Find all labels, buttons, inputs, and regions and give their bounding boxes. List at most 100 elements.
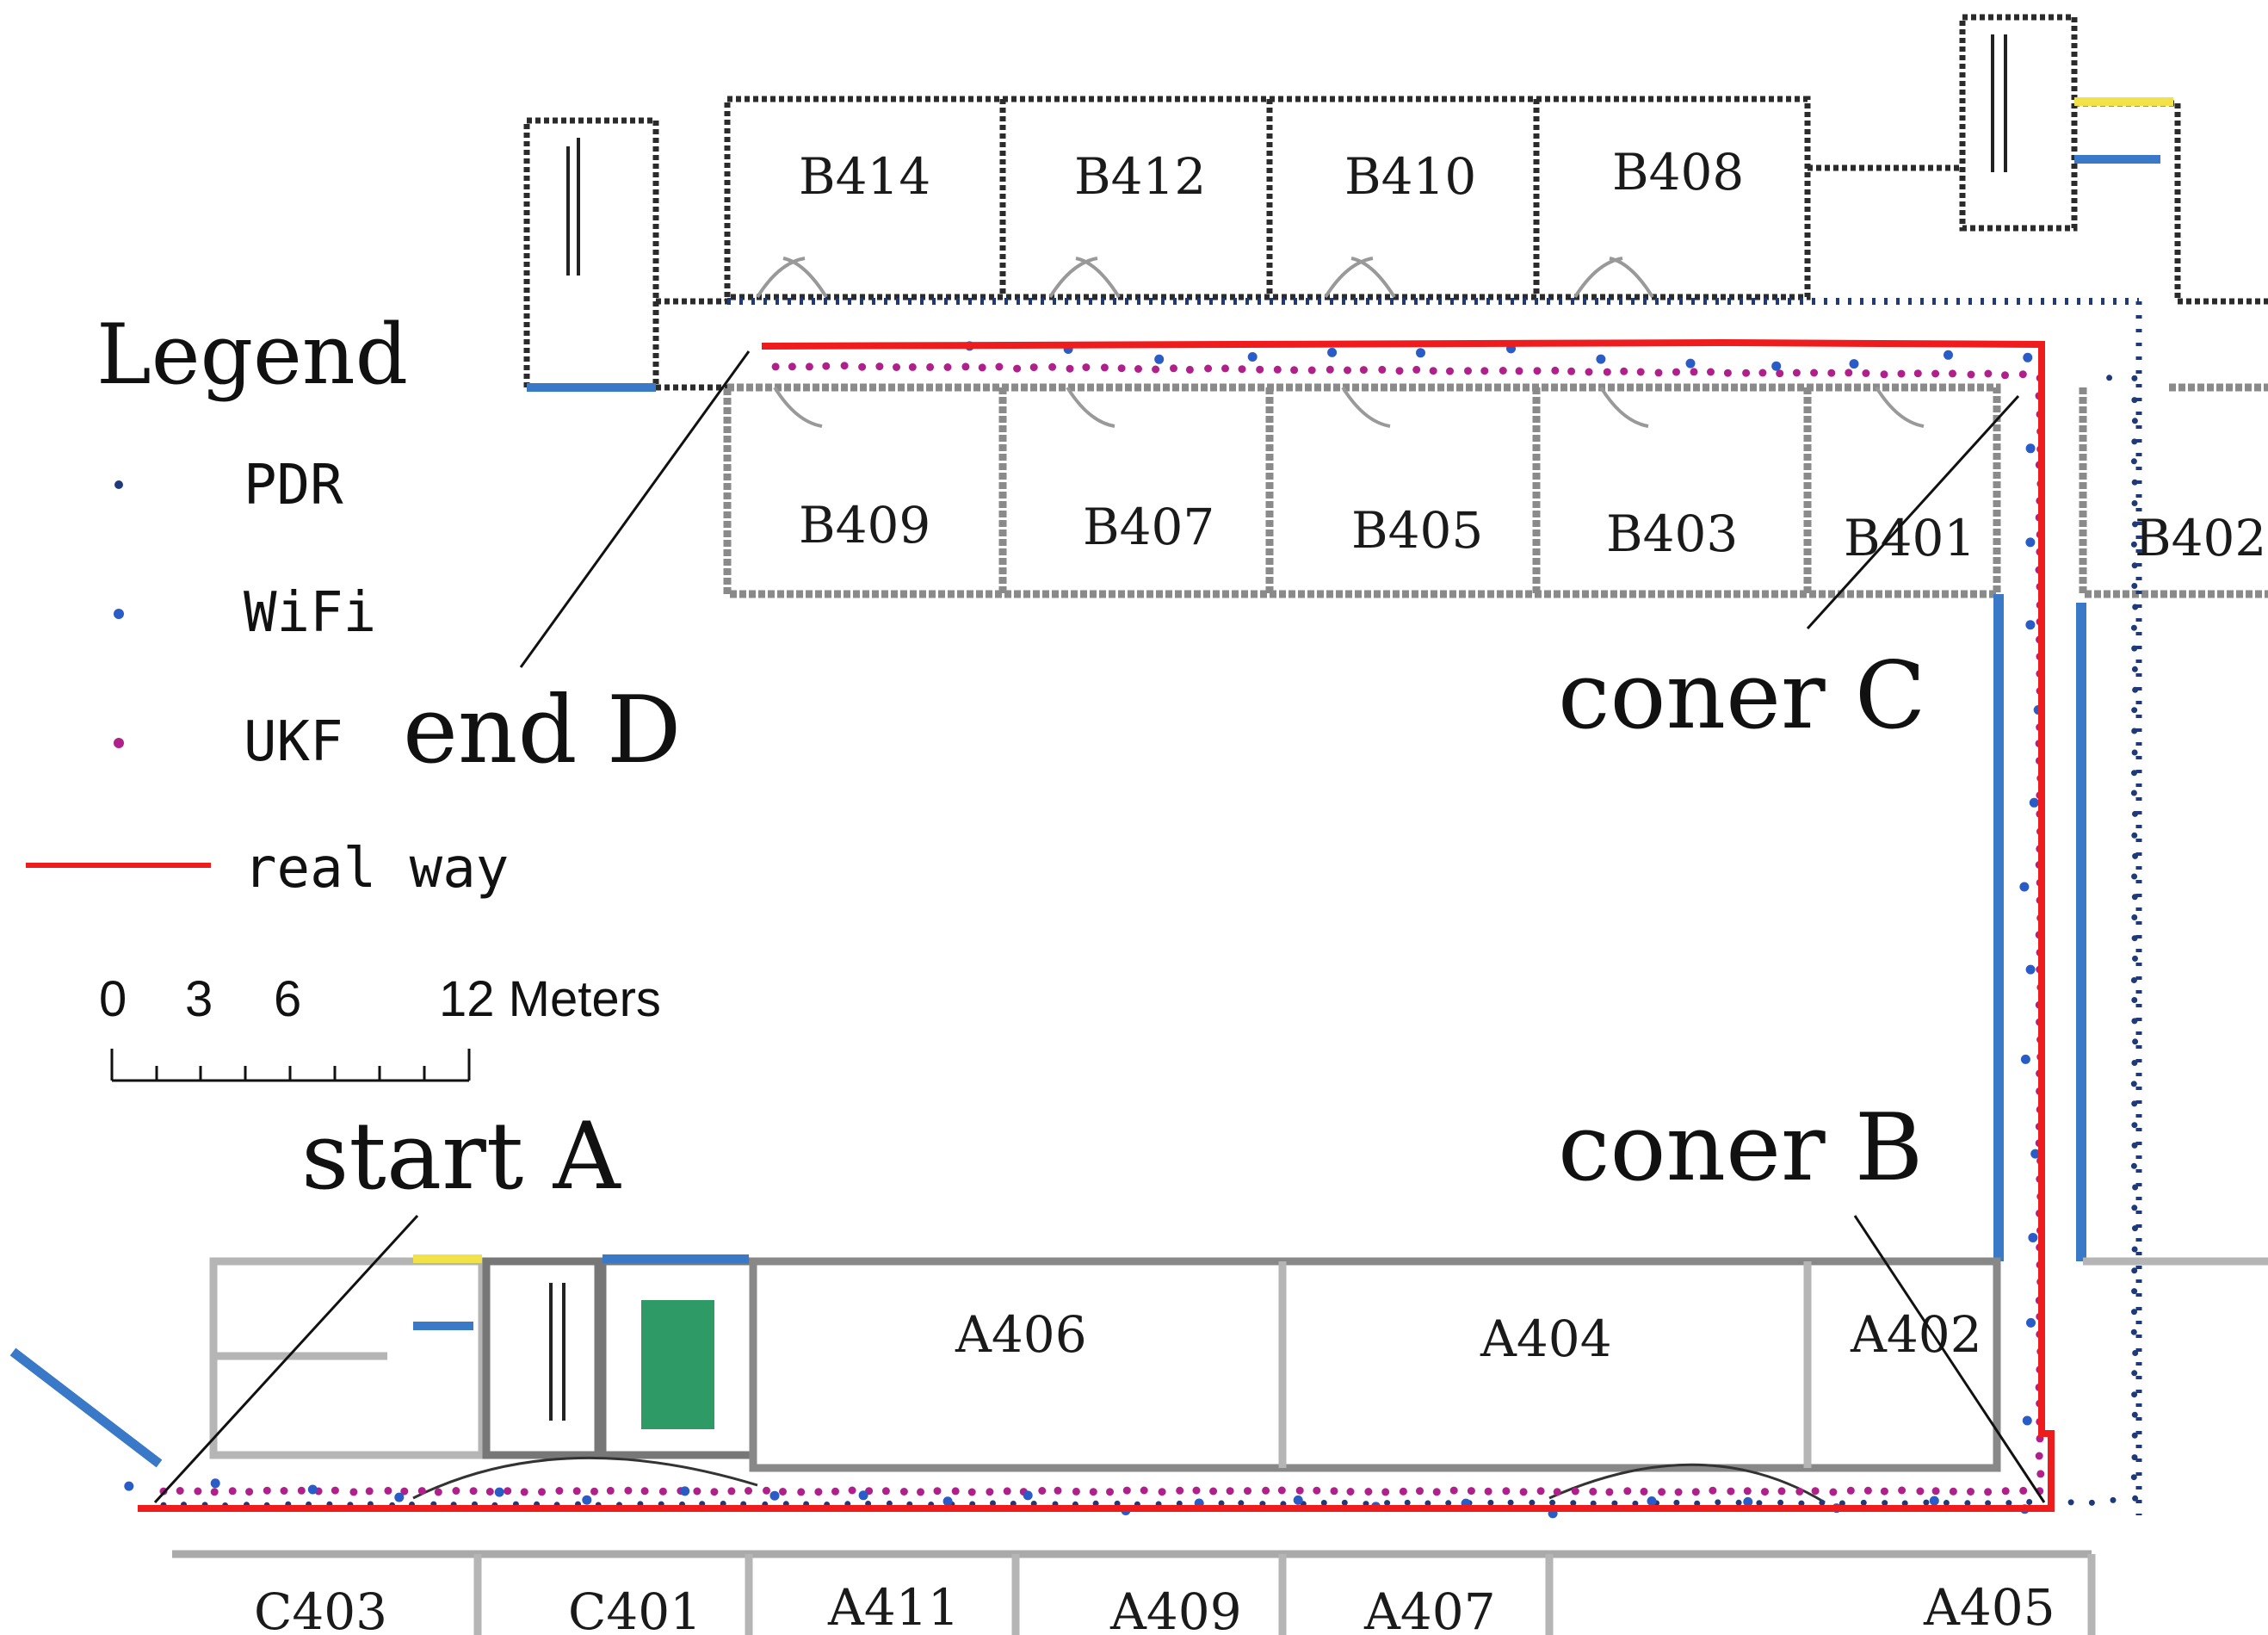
ukf-dot [297,1486,306,1495]
ukf-dot [917,1488,924,1496]
ukf-dot [2036,1470,2045,1478]
ukf-dot [788,362,796,371]
pdr-dot [2131,1432,2138,1439]
ukf-dot [1117,364,1126,373]
pdr-dot [1404,1499,1411,1506]
scale-tick-12: 12 Meters [439,971,661,1027]
ukf-dot [176,1487,184,1495]
pdr-dot [2130,977,2137,983]
wifi-dot [2019,882,2030,892]
ukf-dot [1533,367,1542,375]
ukf-dot [951,1487,960,1496]
ukf-dot [1346,1488,1355,1496]
ukf-dot [1307,366,1316,375]
ukf-dot [1449,1486,1458,1495]
pdr-dot [1341,1499,1348,1506]
ukf-dot [1585,368,1593,376]
wifi-dot [1849,359,1859,369]
pdr-dot [2132,1350,2139,1356]
pdr-dot [1964,1500,1971,1507]
pdr-dot [2131,1267,2138,1274]
ukf-dot [1931,369,1940,378]
wifi-dot [1293,1495,1303,1505]
ukf-dot [1038,1487,1047,1495]
ukf-dot [1277,1486,1286,1495]
pdr-dot [2131,562,2138,569]
ukf-dot [434,1488,442,1496]
ukf-dot [538,1488,546,1496]
pdr-dot [2067,1499,2074,1506]
ukf-dot [1326,365,1334,374]
ukf-dot [995,362,1004,371]
ukf-dot [779,1488,787,1496]
ukf-dot [978,363,986,372]
ukf-dot [814,1488,823,1496]
ukf-dot [1048,362,1057,371]
pdr-dot [1611,1500,1618,1507]
ukf-dot [1446,367,1454,375]
ukf-dot [2001,1487,2010,1496]
ukf-dot [986,1488,994,1496]
ukf-dot [624,1486,633,1495]
ukf-dot [1672,368,1680,376]
pdr-dot [1424,1500,1431,1507]
ukf-dot [1863,1486,1872,1495]
pdr-dot [2131,583,2138,589]
legend-ukf-label: UKF [244,710,343,774]
ukf-dot [1761,1488,1769,1496]
pdr-dot [1570,1500,1577,1507]
room-label: B409 [799,496,930,554]
wifi-dot [210,1478,220,1489]
wifi-dot [942,1496,953,1507]
pdr-dot [2131,770,2137,777]
pdr-dot [2131,894,2138,901]
pdr-dot [1923,1499,1930,1506]
ukf-dot [572,1487,581,1496]
pdr-dot [1777,1499,1784,1506]
wifi-dot [1685,358,1696,368]
pdr-dot [1860,1499,1867,1506]
pdr-dot [1819,1499,1826,1506]
wifi-dot [1944,350,1953,360]
wifi-dot [2029,797,2039,808]
pdr-dot [1694,1500,1701,1507]
ukf-dot [1515,367,1523,375]
bottom-corridor-arcs [412,1456,1826,1504]
wifi-dot [2026,1317,2036,1328]
ukf-dot [1238,365,1246,374]
ukf-dot [1106,1488,1114,1496]
pdr-dot [2131,1205,2138,1211]
ukf-dot [658,1487,667,1496]
scale-tick-3: 3 [185,971,213,1027]
ukf-dot [1295,1486,1304,1495]
pdr-dot [2132,1225,2138,1232]
ukf-dot [1134,365,1142,373]
annotation-corner-b: coner B [1558,1094,1923,1202]
wifi-dot [858,1490,868,1501]
pdr-dot [2131,728,2138,734]
pdr-dot [2131,479,2138,486]
pdr-dot [1882,1500,1888,1507]
pdr-dot [2131,500,2138,506]
pdr-dot [2131,935,2138,942]
pdr-dot [2130,541,2137,548]
ukf-dot [1072,1487,1080,1496]
ukf-dot [1709,1486,1717,1495]
ukf-dot [745,1487,752,1495]
pdr-dot [1507,1499,1514,1506]
scale-tick-6: 6 [274,971,301,1027]
pdr-dot [1798,1500,1805,1507]
ukf-dot [1931,1487,1940,1496]
pdr-dot [2131,1391,2138,1398]
wifi-dot [2025,443,2036,454]
ukf-dot [1795,1487,1804,1496]
room-label: A407 [1363,1582,1496,1635]
ukf-dot [1880,1487,1888,1496]
pdr-dot [2131,914,2138,920]
ukf-dot [1640,1487,1648,1496]
ukf-dot [1221,364,1229,373]
wifi-dot [1771,361,1782,371]
ukf-dot [1330,1487,1338,1496]
pdr-dot [2131,438,2138,445]
ukf-dot [1204,364,1213,373]
